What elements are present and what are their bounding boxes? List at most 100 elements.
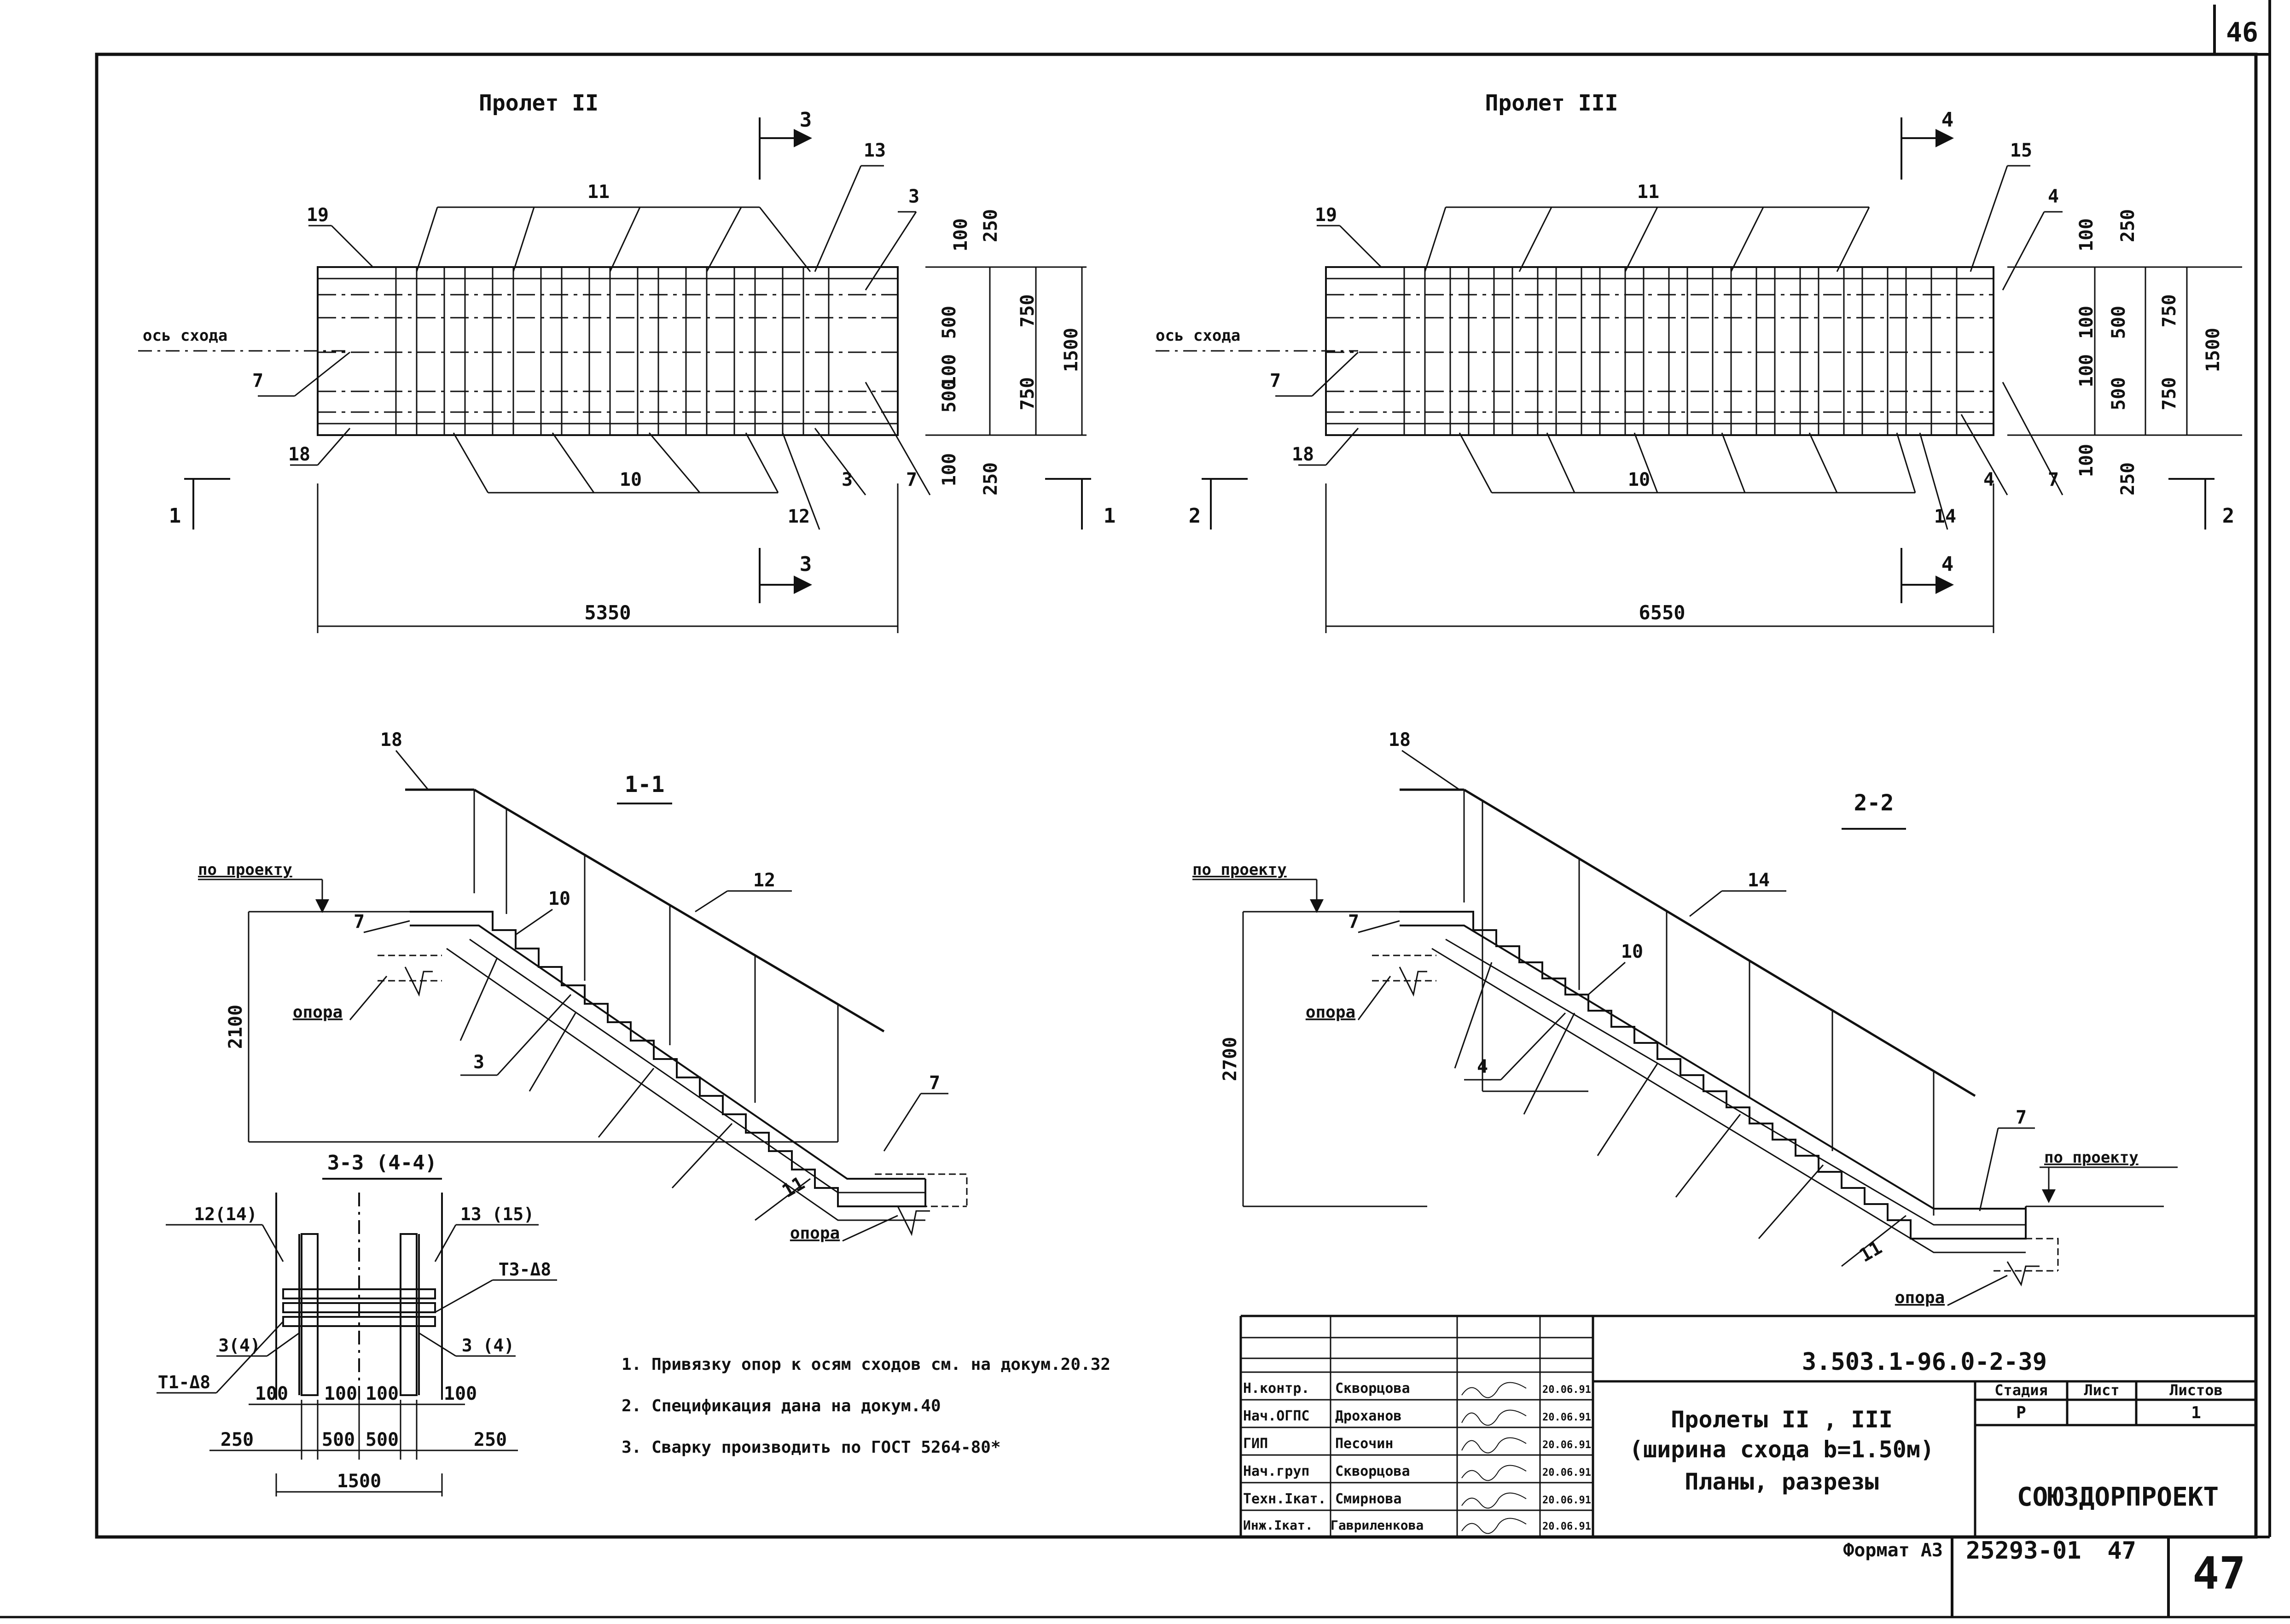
signer-row: Н.контр. Скворцова 20.06.91 [1243, 1380, 1591, 1398]
plan-iii-dim-b: 100 [2076, 306, 2097, 339]
section-3-3-label-t3: Т3-Δ8 [499, 1259, 551, 1280]
plan-ii-callout-19: 19 [307, 204, 329, 226]
plan-iii-dim-f: 100 [2076, 444, 2097, 477]
plan-iii-callout-15: 15 [2010, 140, 2032, 161]
section-2-2-title: 2-2 [1854, 790, 1894, 816]
section-mark-3-bottom: 3 [800, 553, 812, 576]
signer-name: Гавриленкова [1331, 1518, 1424, 1533]
plan-ii-callout-10: 10 [620, 469, 642, 490]
section-2-2-height: 2700 [1220, 1037, 1241, 1081]
plan-iii-dim-g: 250 [2117, 209, 2139, 242]
signature-mark [1461, 1492, 1527, 1509]
section-2-2-level-right: по проекту [2044, 1148, 2139, 1167]
note-3: 3. Сварку производить по ГОСТ 5264-80* [622, 1438, 1001, 1457]
signature-mark [1461, 1465, 1527, 1481]
page-number-bottom: 47 [2192, 1548, 2246, 1599]
signer-row: Техн.Iкат. Смирнова 20.06.91 [1243, 1491, 1591, 1509]
plan-iii-dim-e: 500 [2108, 377, 2129, 410]
plan-iii-dim-k: 1500 [2203, 328, 2224, 372]
section-1-1-callout-18: 18 [380, 729, 402, 751]
section-3-3-dim-mid-4: 250 [474, 1429, 507, 1450]
title-line-3: Планы, разрезы [1685, 1468, 1878, 1495]
plan-iii-dim-h: 750 [2159, 294, 2180, 327]
sheets-value: 1 [2191, 1403, 2201, 1422]
section-3-3-dim-top-1: 100 [255, 1383, 288, 1404]
title-line-2: (ширина схода b=1.50м) [1629, 1436, 1934, 1463]
plan-iii-dim-j: 250 [2117, 462, 2139, 495]
signer-role: Нач.ОГПС [1243, 1408, 1310, 1424]
section-3-3-dim-top-4: 100 [444, 1383, 477, 1404]
section-2-2-support-right: опора [1895, 1288, 1945, 1307]
note-1: 1. Привязку опор к осям сходов см. на до… [622, 1355, 1110, 1374]
section-2-2-callout-14: 14 [1748, 870, 1770, 891]
plan-ii-callout-12: 12 [788, 506, 810, 527]
signer-name: Скворцова [1335, 1380, 1410, 1397]
inventory-number: 25293-01 [1966, 1537, 2081, 1565]
signer-row: Инж.Iкат. Гавриленкова 20.06.91 [1243, 1518, 1591, 1534]
plan-ii-dim-d: 500 [939, 379, 960, 413]
section-3-3-dim-mid-1: 250 [221, 1429, 254, 1450]
signer-role: Нач.груп [1243, 1463, 1310, 1479]
plan-iii-callout-11: 11 [1637, 181, 1659, 203]
section-1-1-callout-11: 11 [779, 1173, 808, 1202]
plan-ii-total-length: 5350 [584, 601, 631, 624]
plan-iii-callout-19: 19 [1315, 204, 1337, 226]
section-mark-4-bottom: 4 [1941, 553, 1954, 576]
section-3-3: 3-3 (4-4) 12(14) 13 (15) Т3-Δ8 3(4) 3 (4… [157, 1151, 557, 1496]
section-2-2-callout-4: 4 [1477, 1056, 1488, 1077]
signature-mark [1461, 1518, 1527, 1534]
plan-iii-callout-18: 18 [1292, 444, 1314, 465]
plan-ii-dim-e: 100 [939, 453, 960, 486]
section-3-3-label-12-14: 12(14) [194, 1204, 257, 1224]
organization: СОЮЗДОРПРОЕКТ [2017, 1482, 2219, 1512]
section-2-2-callout-7-right: 7 [2016, 1107, 2027, 1128]
plan-iii-dim-i: 750 [2159, 377, 2180, 410]
section-3-3-dim-mid-3: 500 [366, 1429, 399, 1450]
section-1-1-callout-10: 10 [548, 888, 570, 909]
plan-ii-title: Пролет II [479, 90, 599, 116]
section-2-2-callout-10: 10 [1621, 941, 1643, 962]
section-1-1-callout-7-left: 7 [354, 911, 365, 932]
section-mark-1-left: 1 [169, 504, 181, 528]
plan-ii-callout-7-left: 7 [252, 370, 263, 391]
plan-ii-dim-a: 100 [950, 218, 971, 251]
signer-row: Нач.груп Скворцова 20.06.91 [1243, 1463, 1591, 1481]
sheet-header: Лист [2084, 1381, 2119, 1399]
title-block: Н.контр. Скворцова 20.06.91 Нач.ОГПС Дро… [1239, 1315, 2256, 1537]
plan-iii-dim-c: 500 [2108, 306, 2129, 339]
plan-iii-callout-7-left: 7 [1270, 370, 1281, 391]
section-1-1: 1-1 18 2100 по проект [198, 729, 968, 1243]
plan-iii: Пролет III [1156, 90, 2242, 633]
notes: 1. Привязку опор к осям сходов см. на до… [622, 1355, 1110, 1457]
plan-ii-callout-11: 11 [587, 181, 610, 203]
plan-ii-axis-label: ось схода [143, 326, 227, 345]
signer-row: Нач.ОГПС Дроханов 20.06.91 [1243, 1408, 1591, 1426]
signer-role: Техн.Iкат. [1243, 1491, 1326, 1507]
section-3-3-label-3-4-right: 3 (4) [462, 1335, 514, 1356]
signature-mark [1461, 1382, 1527, 1398]
page-number-top: 46 [2226, 17, 2258, 48]
signer-name: Скворцова [1335, 1463, 1410, 1479]
section-3-3-dim-mid-2: 500 [322, 1429, 355, 1450]
signer-date: 20.06.91 [1542, 1467, 1591, 1478]
section-1-1-callout-7-right: 7 [929, 1072, 940, 1094]
plan-ii-callout-18: 18 [288, 444, 310, 465]
section-2-2-callout-7-left: 7 [1348, 911, 1359, 932]
section-3-3-dim-top-3: 100 [366, 1383, 399, 1404]
document-code: 3.503.1-96.0-2-39 [1802, 1348, 2047, 1376]
section-3-3-label-3-4-left: 3(4) [218, 1335, 261, 1356]
plan-iii-dim-a: 100 [2076, 218, 2097, 251]
plan-ii: Пролет II [138, 90, 1116, 633]
stage-header: Стадия [1994, 1381, 2048, 1399]
section-mark-1-right: 1 [1104, 504, 1116, 528]
signer-date: 20.06.91 [1542, 1495, 1591, 1506]
section-1-1-callout-12: 12 [753, 870, 775, 891]
signer-role: Н.контр. [1243, 1380, 1310, 1397]
plan-iii-callout-14: 14 [1934, 506, 1956, 527]
signer-date: 20.06.91 [1542, 1384, 1591, 1396]
section-3-3-label-13-15: 13 (15) [460, 1204, 534, 1224]
section-2-2-callout-11: 11 [1856, 1237, 1886, 1267]
section-1-1-callout-3: 3 [473, 1052, 484, 1073]
